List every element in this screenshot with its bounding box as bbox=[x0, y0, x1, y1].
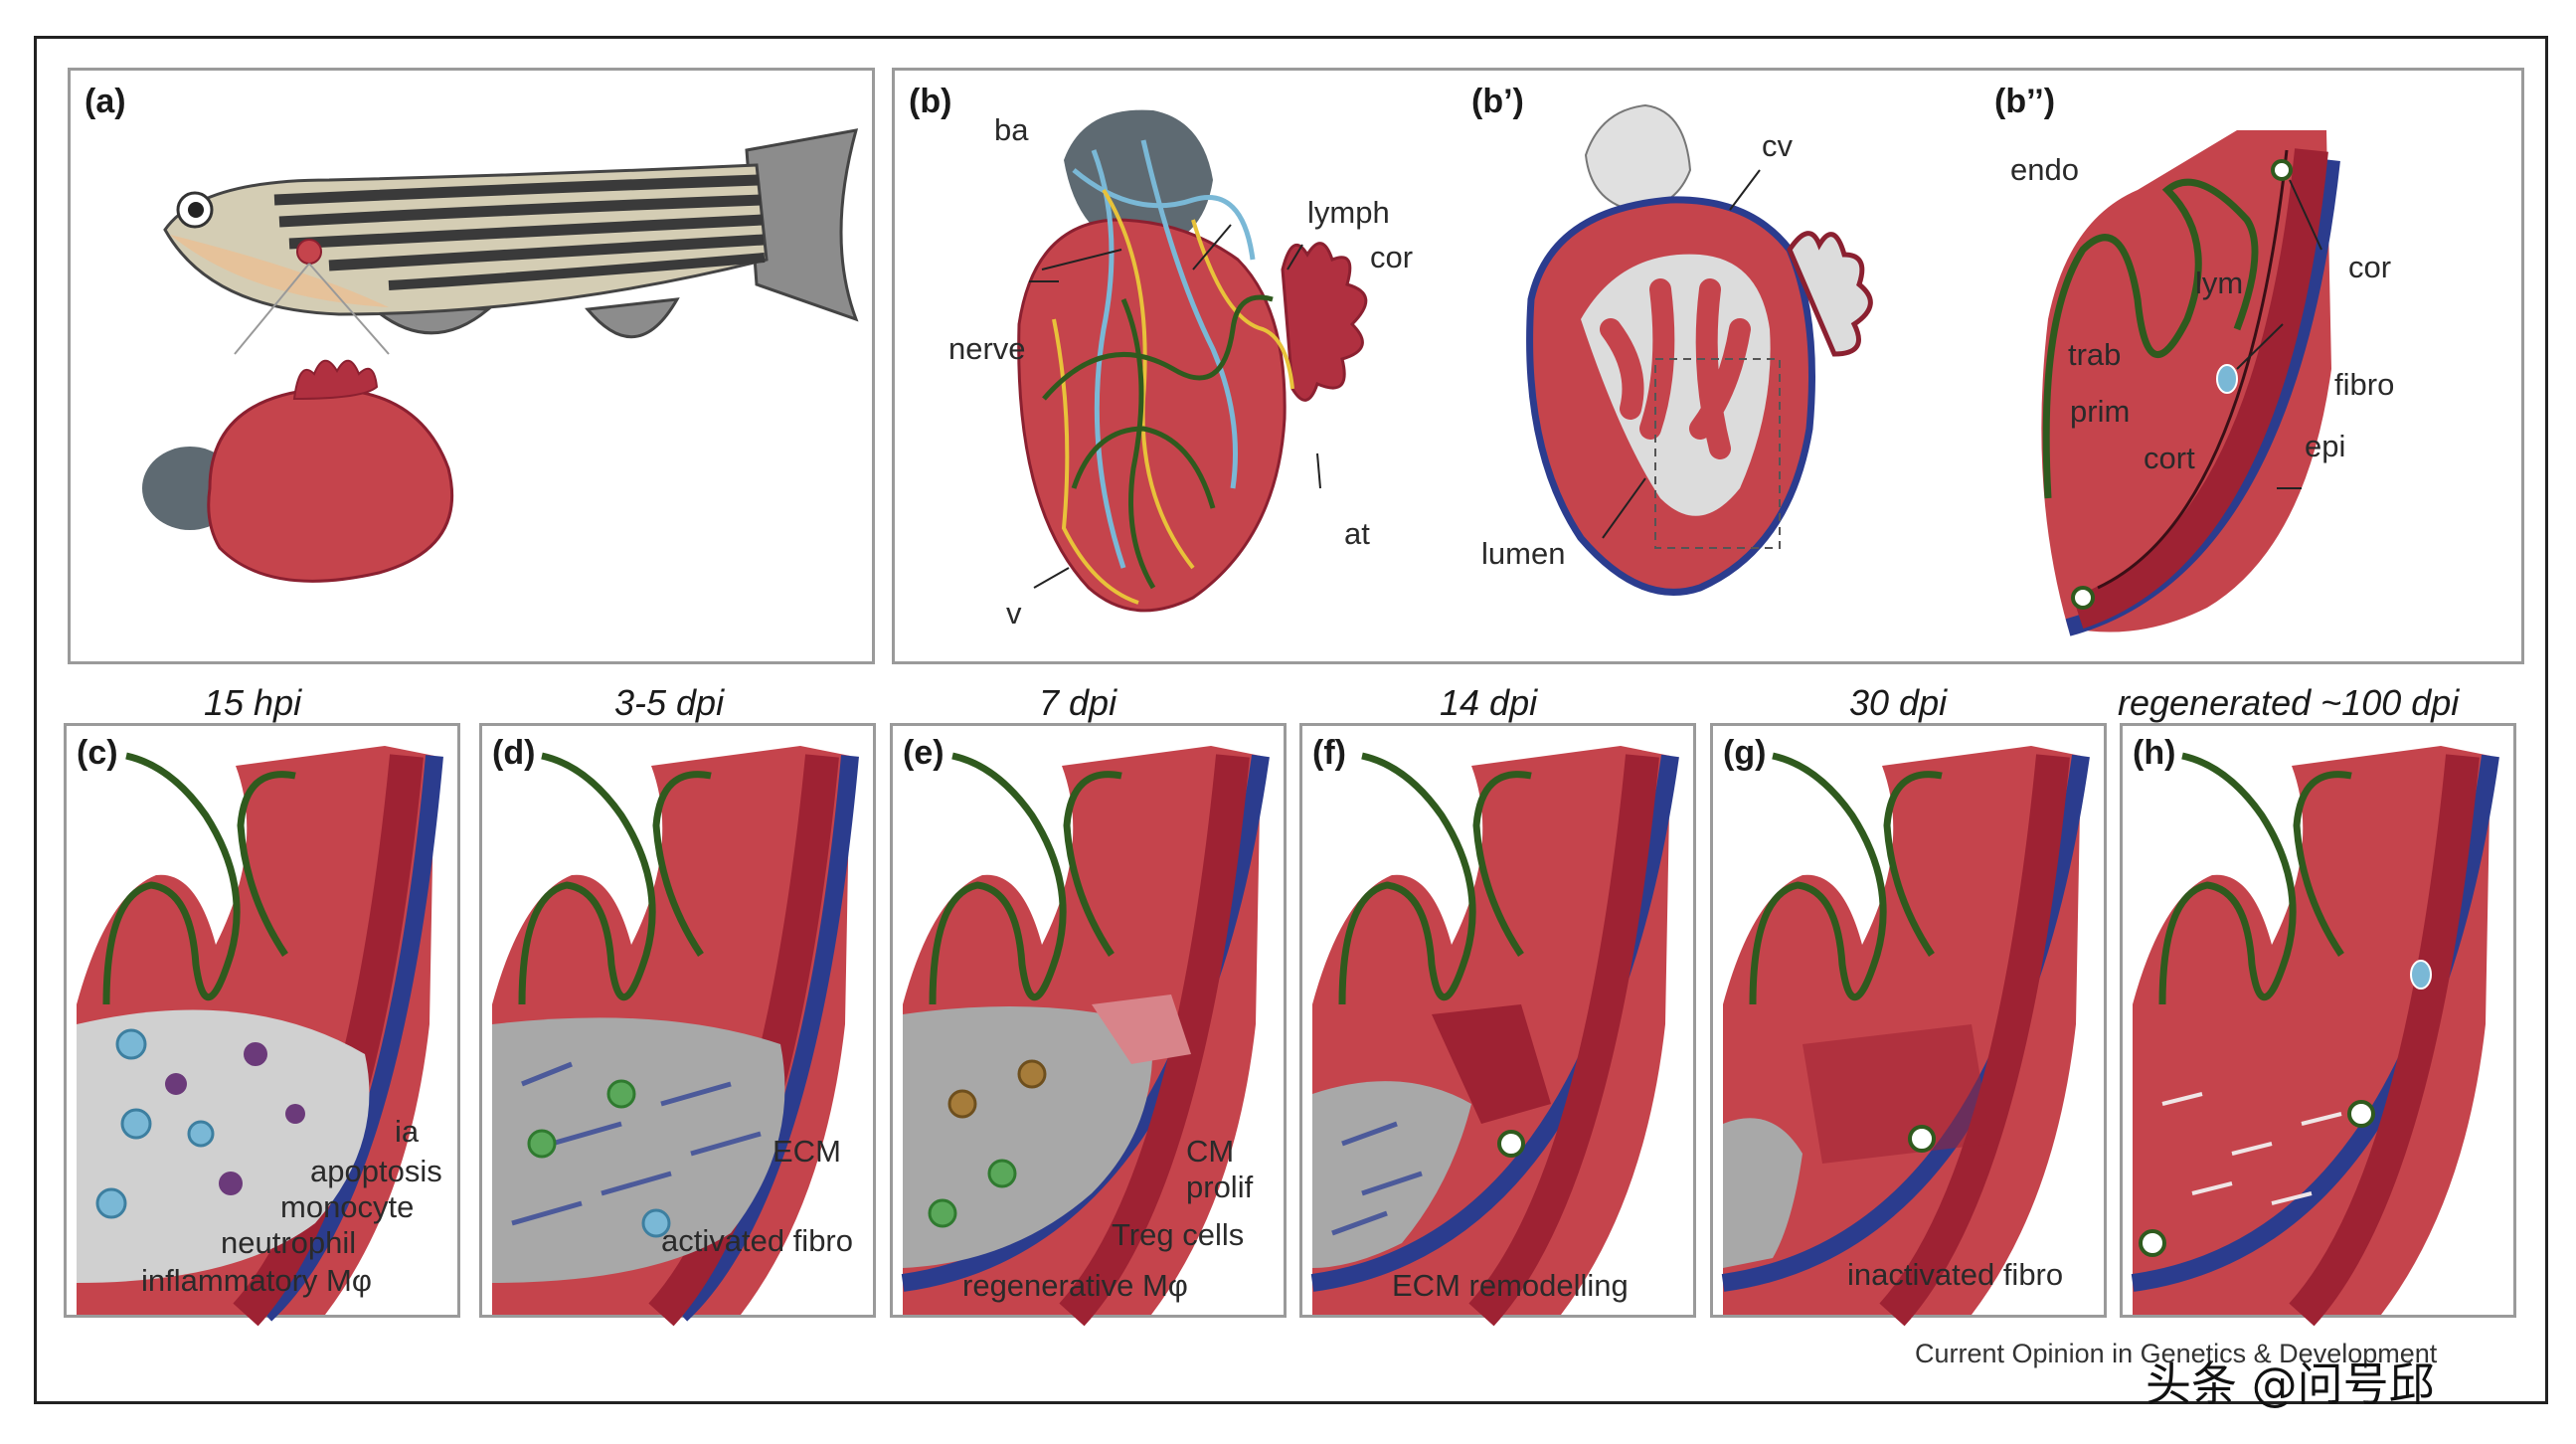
label-treg-cells: Treg cells bbox=[1112, 1217, 1245, 1252]
panel-b-prime-tag: (b’) bbox=[1471, 83, 1524, 120]
label-ecm-remodelling: ECM remodelling bbox=[1392, 1268, 1629, 1303]
label-cor-wall: cor bbox=[2348, 250, 2392, 284]
panel-c-tag: (c) bbox=[77, 734, 118, 772]
heart-section-illustration bbox=[1526, 103, 1873, 596]
panel-e: (e) CM prolif Treg cells regenerative Mφ bbox=[890, 723, 1287, 1327]
label-prim: prim bbox=[2070, 394, 2131, 429]
panel-h: (h) bbox=[2120, 723, 2516, 1327]
label-at: at bbox=[1344, 516, 1370, 551]
panel-e-tag: (e) bbox=[903, 734, 945, 772]
wall-14dpi bbox=[1310, 746, 1679, 1327]
time-h: regenerated ~100 dpi bbox=[2118, 682, 2460, 723]
panel-a: (a) bbox=[68, 68, 875, 664]
label-monocyte: monocyte bbox=[280, 1189, 415, 1224]
label-apoptosis: apoptosis bbox=[310, 1154, 442, 1188]
label-activated-fibro: activated fibro bbox=[661, 1223, 853, 1258]
zebrafish-illustration bbox=[142, 128, 859, 583]
wall-30dpi bbox=[1721, 746, 2090, 1327]
heart-anatomy-illustration bbox=[1017, 109, 1368, 613]
watermark: 头条 @问号邱 bbox=[2146, 1357, 2435, 1411]
wall-regenerated bbox=[2131, 746, 2499, 1327]
panel-f: (f) ECM remodelling bbox=[1299, 723, 1696, 1327]
label-inactivated-fibro: inactivated fibro bbox=[1847, 1257, 2064, 1292]
wall-3-5dpi bbox=[492, 746, 859, 1327]
label-ecm: ECM bbox=[773, 1134, 841, 1169]
label-fibro: fibro bbox=[2334, 367, 2395, 402]
label-ia: ia bbox=[395, 1114, 420, 1149]
panel-a-tag: (a) bbox=[85, 83, 126, 120]
label-cm: CM bbox=[1186, 1134, 1235, 1169]
label-lym: lym bbox=[2195, 266, 2244, 300]
panel-c: (c) ia apoptosis monocyte neutrophil inf… bbox=[64, 723, 460, 1327]
time-d: 3-5 dpi bbox=[614, 682, 725, 723]
time-g: 30 dpi bbox=[1849, 682, 1948, 723]
panel-d: (d) ECM activated fibro bbox=[479, 723, 876, 1327]
panel-b-double-prime-tag: (b’’) bbox=[1994, 83, 2056, 120]
panel-g-tag: (g) bbox=[1723, 734, 1767, 772]
panel-h-tag: (h) bbox=[2133, 734, 2176, 772]
panel-f-tag: (f) bbox=[1312, 734, 1346, 772]
wall-7dpi bbox=[901, 746, 1270, 1327]
time-f: 14 dpi bbox=[1440, 682, 1538, 723]
label-epi: epi bbox=[2305, 429, 2346, 463]
label-nerve: nerve bbox=[948, 331, 1026, 366]
label-cort: cort bbox=[2144, 441, 2195, 475]
journal-credit: Current Opinion in Genetics & Developmen… bbox=[1915, 1339, 2438, 1368]
label-cor: cor bbox=[1370, 240, 1414, 274]
panel-d-tag: (d) bbox=[492, 734, 536, 772]
panel-b-tag: (b) bbox=[909, 83, 952, 120]
label-lumen: lumen bbox=[1481, 536, 1566, 571]
label-regenerative-macrophage: regenerative Mφ bbox=[962, 1268, 1188, 1303]
label-v: v bbox=[1006, 596, 1022, 631]
label-prolif: prolif bbox=[1186, 1170, 1254, 1204]
wall-15hpi bbox=[77, 746, 443, 1327]
panel-g: (g) inactivated fibro bbox=[1710, 723, 2107, 1327]
panel-b-group: (b) (b’) (b’’) ba lymph cor nerve at v bbox=[892, 68, 2524, 664]
label-inflammatory-macrophage: inflammatory Mφ bbox=[141, 1263, 372, 1298]
label-cv: cv bbox=[1762, 128, 1793, 163]
time-c: 15 hpi bbox=[204, 682, 302, 723]
label-ba: ba bbox=[994, 112, 1029, 147]
label-endo: endo bbox=[2010, 152, 2079, 187]
label-trab: trab bbox=[2068, 337, 2122, 372]
time-e: 7 dpi bbox=[1039, 682, 1117, 723]
label-lymph: lymph bbox=[1307, 195, 1390, 230]
label-neutrophil: neutrophil bbox=[221, 1225, 357, 1260]
ventricle-wall-detail bbox=[2041, 130, 2340, 636]
